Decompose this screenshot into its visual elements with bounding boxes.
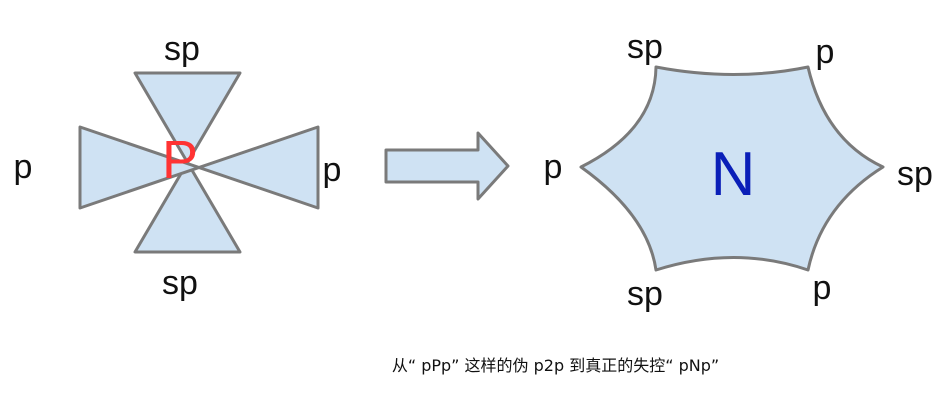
- right-top-left-label: sp: [627, 28, 663, 66]
- right-arrow-icon: [384, 131, 510, 201]
- figure-caption: 从“ pPp” 这样的伪 p2p 到真正的失控“ pNp”: [391, 356, 720, 375]
- left-right-label: p: [323, 151, 342, 189]
- right-right-label: sp: [897, 155, 933, 193]
- right-top-right-label: p: [816, 33, 835, 71]
- left-figure: P sp sp p p: [14, 30, 342, 302]
- star-shape: [579, 65, 885, 272]
- horizontal-bowtie-shape: [78, 125, 320, 210]
- right-figure: N sp p p sp sp p: [544, 28, 933, 313]
- left-left-label: p: [14, 148, 33, 186]
- right-bottom-left-label: sp: [627, 275, 663, 313]
- right-bottom-right-label: p: [813, 269, 832, 307]
- left-bottom-label: sp: [162, 264, 198, 302]
- right-left-label: p: [544, 148, 563, 186]
- center-label-n: N: [711, 140, 756, 209]
- left-top-label: sp: [164, 30, 200, 68]
- center-label-p: P: [162, 130, 198, 190]
